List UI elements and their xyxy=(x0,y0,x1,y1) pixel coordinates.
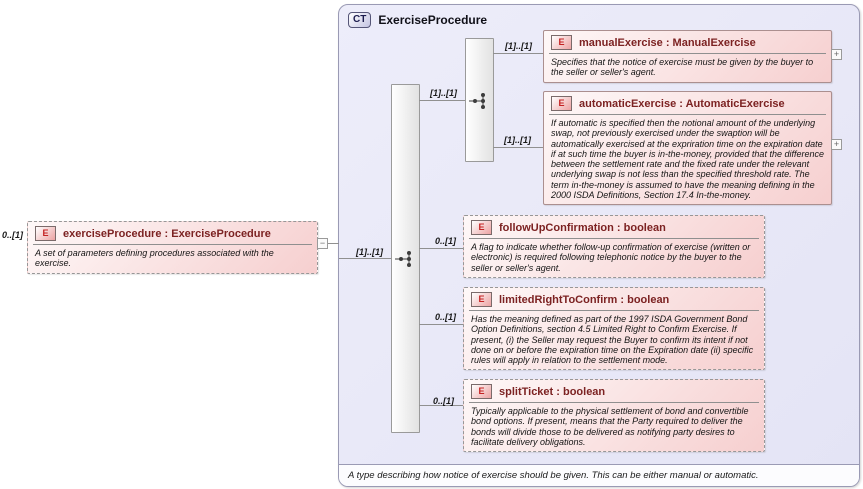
element-box-limited-right-to-confirm[interactable]: E limitedRightToConfirm : boolean Has th… xyxy=(463,287,765,371)
element-annotation: A flag to indicate whether follow-up con… xyxy=(471,242,751,273)
complex-type-title: ExerciseProcedure xyxy=(378,13,488,27)
divider xyxy=(469,402,759,403)
connector-line xyxy=(493,53,543,54)
cardinality-label-split-ticket: 0..[1] xyxy=(433,396,455,406)
connector-line xyxy=(419,248,463,249)
expand-toggle[interactable]: + xyxy=(831,139,842,150)
cardinality-label-root-outer: 0..[1] xyxy=(2,230,24,240)
connector-line xyxy=(419,100,465,101)
element-box-manual-exercise[interactable]: E manualExercise : ManualExercise Specif… xyxy=(543,30,832,83)
connector-line xyxy=(339,258,391,259)
cardinality-label-choice: [1]..[1] xyxy=(430,88,457,98)
element-annotation: A set of parameters defining procedures … xyxy=(35,248,274,269)
element-annotation: Typically applicable to the physical set… xyxy=(471,406,749,447)
element-badge-icon: E xyxy=(551,35,572,50)
cardinality-label-sequence: [1]..[1] xyxy=(356,247,383,257)
cardinality-label-limited-right-to-confirm: 0..[1] xyxy=(435,312,457,322)
element-title-row: E limitedRightToConfirm : boolean xyxy=(464,288,764,310)
cardinality-label-follow-up-confirmation: 0..[1] xyxy=(435,236,457,246)
complex-type-badge: CT xyxy=(348,12,372,28)
element-name: manualExercise : ManualExercise xyxy=(579,36,756,49)
element-box-automatic-exercise[interactable]: E automaticExercise : AutomaticExercise … xyxy=(543,91,832,205)
choice-compositor-icon xyxy=(469,93,485,109)
element-title-row: E automaticExercise : AutomaticExercise xyxy=(544,92,831,114)
element-annotation: If automatic is specified then the notio… xyxy=(551,118,824,200)
divider xyxy=(469,310,759,311)
sequence-compositor-bar xyxy=(391,84,420,433)
element-name: followUpConfirmation : boolean xyxy=(499,221,666,234)
element-title-row: E followUpConfirmation : boolean xyxy=(464,216,764,238)
complex-type-annotation: A type describing how notice of exercise… xyxy=(339,464,859,486)
sequence-compositor-icon xyxy=(395,251,411,267)
choice-compositor-bar xyxy=(465,38,494,162)
complex-type-header: CT ExerciseProcedure xyxy=(348,12,487,28)
cardinality-label-manual-exercise: [1]..[1] xyxy=(505,41,532,51)
connector-line xyxy=(419,324,463,325)
element-name: automaticExercise : AutomaticExercise xyxy=(579,97,785,110)
element-badge-icon: E xyxy=(471,292,492,307)
element-badge-icon: E xyxy=(551,96,572,111)
element-badge-icon: E xyxy=(471,384,492,399)
divider xyxy=(549,53,826,54)
expand-toggle[interactable]: + xyxy=(831,49,842,60)
collapse-toggle[interactable]: − xyxy=(317,238,328,249)
element-name: exerciseProcedure : ExerciseProcedure xyxy=(63,227,271,240)
element-box-follow-up-confirmation[interactable]: E followUpConfirmation : boolean A flag … xyxy=(463,215,765,278)
element-badge-icon: E xyxy=(35,226,56,241)
divider xyxy=(469,238,759,239)
divider xyxy=(549,114,826,115)
element-annotation: Specifies that the notice of exercise mu… xyxy=(551,57,814,78)
element-annotation: Has the meaning defined as part of the 1… xyxy=(471,314,754,365)
divider xyxy=(33,244,312,245)
connector-line xyxy=(419,405,463,406)
element-title-row: E splitTicket : boolean xyxy=(464,380,764,402)
cardinality-label-automatic-exercise: [1]..[1] xyxy=(504,135,531,145)
element-box-split-ticket[interactable]: E splitTicket : boolean Typically applic… xyxy=(463,379,765,452)
element-badge-icon: E xyxy=(471,220,492,235)
element-title-row: E exerciseProcedure : ExerciseProcedure xyxy=(28,222,317,244)
element-name: limitedRightToConfirm : boolean xyxy=(499,293,670,306)
element-title-row: E manualExercise : ManualExercise xyxy=(544,31,831,53)
element-box-exercise-procedure[interactable]: E exerciseProcedure : ExerciseProcedure … xyxy=(27,221,318,274)
connector-line xyxy=(493,147,543,148)
element-name: splitTicket : boolean xyxy=(499,385,606,398)
